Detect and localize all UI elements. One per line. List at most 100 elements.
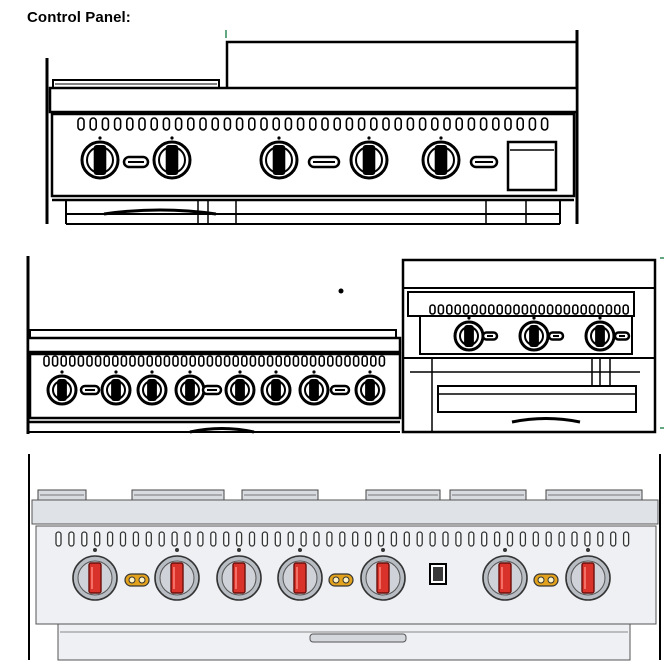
control-panel-heading: Control Panel: [27, 9, 131, 26]
burner-knob-icon [349, 136, 389, 180]
vent-slot [89, 117, 97, 131]
vent-slot [163, 355, 171, 367]
pilot-flame-icon [124, 573, 150, 587]
dot-mark [338, 288, 344, 294]
vent-slot [235, 531, 243, 547]
vent-slot [321, 117, 329, 131]
control-panel-drawing-2 [26, 256, 664, 434]
vent-slot [174, 117, 183, 131]
knob-handle [93, 145, 107, 175]
vent-slot [301, 355, 308, 367]
pilot-flame-icon [307, 155, 341, 169]
vent-slot [249, 355, 257, 367]
vent-slot [180, 355, 188, 367]
knob-handle [170, 562, 184, 594]
knob-dot [274, 370, 278, 374]
knob-dot [188, 370, 192, 374]
knob-dot [367, 136, 371, 140]
knob-handle [88, 562, 102, 594]
vent-slot [584, 531, 591, 547]
vent-slot [357, 117, 366, 131]
vent-slot [442, 531, 449, 547]
vent-slot [211, 117, 219, 131]
vent-slot [326, 531, 333, 547]
knob-dot [175, 548, 179, 552]
knob-dot [150, 370, 154, 374]
vent-slot [101, 117, 110, 131]
vent-slot [158, 531, 165, 547]
vent-slot [487, 304, 495, 315]
vent-row [429, 304, 630, 315]
knob-dot [368, 370, 372, 374]
vent-slot [571, 531, 578, 547]
burner-knob-icon [584, 316, 616, 352]
vent-slot [496, 304, 504, 315]
tray-handle [103, 208, 217, 216]
vent-slot [390, 531, 398, 547]
pilot-port [342, 576, 350, 584]
vent-slot [454, 304, 462, 315]
vent-slot [364, 531, 372, 547]
vent-slot [571, 304, 579, 315]
vent-slot [529, 304, 537, 315]
knob-handle [581, 562, 595, 594]
vent-slot [309, 355, 317, 367]
control-panel-drawing-1 [45, 30, 579, 225]
vent-slot [287, 531, 294, 547]
burner-knob-icon [453, 316, 485, 352]
vent-row [55, 531, 630, 547]
knob-handle [185, 379, 195, 401]
vent-slot [223, 117, 232, 131]
vent-slot [215, 355, 222, 367]
vent-slot [352, 531, 359, 547]
vent-slot [545, 531, 552, 547]
pilot-port [138, 576, 146, 584]
vent-slot [197, 531, 204, 547]
burner-knob-icon [421, 136, 461, 180]
vent-slot [445, 304, 453, 315]
vent-slot [532, 531, 539, 547]
knob-handle [271, 379, 281, 401]
vent-slot [206, 355, 214, 367]
vent-slot [275, 355, 283, 367]
vent-slot [504, 304, 512, 315]
vent-slot [493, 531, 501, 547]
pilot-flame-icon [481, 331, 499, 341]
vent-slot [274, 531, 281, 547]
vent-slot [120, 355, 128, 367]
vent-row [43, 355, 386, 367]
vent-slot [223, 355, 231, 367]
vent-slot [352, 355, 360, 367]
knob-dot [298, 548, 302, 552]
pilot-flame-icon [469, 155, 499, 169]
vent-slot [443, 117, 451, 131]
vent-slot [260, 117, 268, 131]
vent-slot [513, 304, 520, 315]
vent-slot [377, 531, 385, 547]
vent-slot [69, 355, 76, 367]
vent-slot [162, 117, 171, 131]
back-splash [225, 40, 577, 88]
vent-slot [382, 117, 390, 131]
vent-slot [521, 304, 529, 315]
pilot-flame-icon [328, 573, 354, 587]
vent-slot [504, 117, 512, 131]
vent-slot [538, 304, 546, 315]
vent-slot [528, 117, 537, 131]
vent-slot [378, 355, 386, 367]
vent-slot [597, 304, 604, 315]
vent-slot [479, 117, 488, 131]
broiler-tray [437, 385, 637, 413]
knob-dot [238, 370, 242, 374]
vent-slot [106, 531, 114, 547]
vent-slot [481, 531, 488, 547]
knob-handle [595, 325, 605, 347]
control-panel-rendering-3 [28, 454, 661, 661]
vent-slot [326, 355, 334, 367]
pilot-flame-icon [547, 331, 565, 341]
pilot-flame-icon [329, 384, 351, 396]
vent-slot [394, 117, 403, 131]
vent-slot [563, 304, 571, 315]
vent-slot [266, 355, 274, 367]
knob-handle [376, 562, 390, 594]
